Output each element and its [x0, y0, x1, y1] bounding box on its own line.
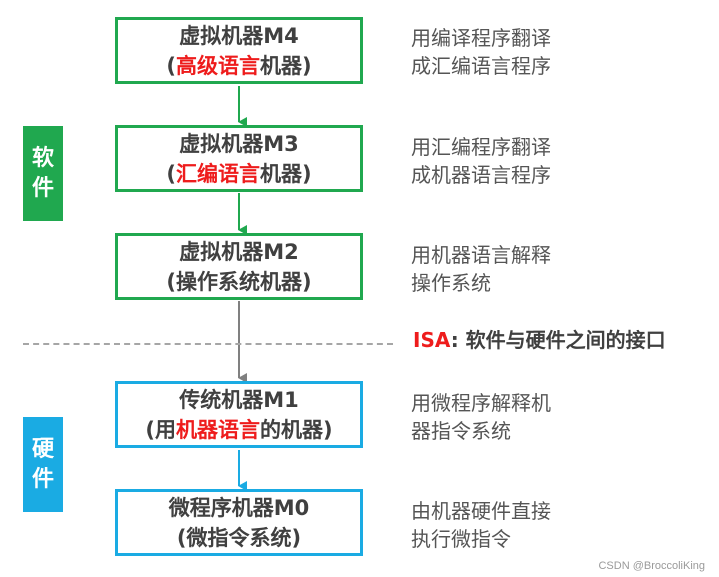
level-m3-paren-after: 机器) [260, 161, 312, 186]
level-m2-sub: (操作系统机器) [166, 269, 312, 294]
level-m3-highlight: 汇编语言 [176, 161, 260, 186]
level-m0-box: 微程序机器M0 (微指令系统) [115, 489, 363, 556]
level-m3-desc: 用汇编程序翻译 成机器语言程序 [411, 133, 551, 189]
software-label-char-1: 软 [31, 145, 54, 171]
level-m1-box: 传统机器M1 (用机器语言的机器) [115, 381, 363, 448]
isa-text: : 软件与硬件之间的接口 [450, 328, 666, 352]
level-m4-desc-line2: 成汇编语言程序 [411, 54, 551, 78]
level-m3-sub: (汇编语言机器) [166, 159, 311, 189]
level-m1-paren-after: 的机器) [260, 417, 333, 442]
level-m4-paren-open: ( [166, 53, 176, 78]
isa-key: ISA [413, 328, 451, 352]
level-m1-desc-line1: 用微程序解释机 [411, 391, 551, 415]
level-m4-sub: (高级语言机器) [166, 51, 311, 81]
level-m1-highlight: 机器语言 [176, 417, 260, 442]
level-m4-paren-after: 机器) [260, 53, 312, 78]
level-m4-box: 虚拟机器M4 (高级语言机器) [115, 17, 363, 84]
level-m0-name: 微程序机器M0 [168, 495, 310, 520]
level-m4-desc: 用编译程序翻译 成汇编语言程序 [411, 24, 551, 80]
isa-divider [23, 343, 393, 345]
level-m1-paren-open: (用 [145, 417, 176, 442]
level-m0-desc: 由机器硬件直接 执行微指令 [411, 497, 551, 553]
level-m3-box: 虚拟机器M3 (汇编语言机器) [115, 125, 363, 192]
software-label: 软 件 [23, 126, 63, 221]
level-m2-desc-line2: 操作系统 [411, 271, 491, 295]
level-m3-paren-open: ( [166, 161, 176, 186]
level-m0-sub: (微指令系统) [176, 525, 302, 550]
level-m0-desc-line1: 由机器硬件直接 [411, 499, 551, 523]
level-m4-name: 虚拟机器M4 [179, 23, 299, 48]
level-m0-desc-line2: 执行微指令 [411, 527, 511, 551]
level-m3-desc-line2: 成机器语言程序 [411, 163, 551, 187]
level-m3-desc-line1: 用汇编程序翻译 [411, 135, 551, 159]
level-m2-desc-line1: 用机器语言解释 [411, 243, 551, 267]
level-m2-box: 虚拟机器M2 (操作系统机器) [115, 233, 363, 300]
watermark: CSDN @BroccoliKing [598, 560, 705, 572]
level-m4-desc-line1: 用编译程序翻译 [411, 26, 551, 50]
hardware-label-char-2: 件 [31, 466, 54, 492]
hardware-label: 硬 件 [23, 417, 63, 512]
level-m1-desc: 用微程序解释机 器指令系统 [411, 389, 551, 445]
software-label-char-2: 件 [31, 175, 54, 201]
level-m2-name: 虚拟机器M2 [179, 239, 299, 264]
level-m1-desc-line2: 器指令系统 [411, 419, 511, 443]
hardware-label-char-1: 硬 [31, 436, 54, 462]
level-m4-highlight: 高级语言 [176, 53, 260, 78]
level-m1-name: 传统机器M1 [179, 387, 299, 412]
level-m2-desc: 用机器语言解释 操作系统 [411, 241, 551, 297]
isa-caption: ISA: 软件与硬件之间的接口 [413, 326, 666, 354]
level-m1-sub: (用机器语言的机器) [145, 415, 332, 445]
level-m3-name: 虚拟机器M3 [179, 131, 299, 156]
